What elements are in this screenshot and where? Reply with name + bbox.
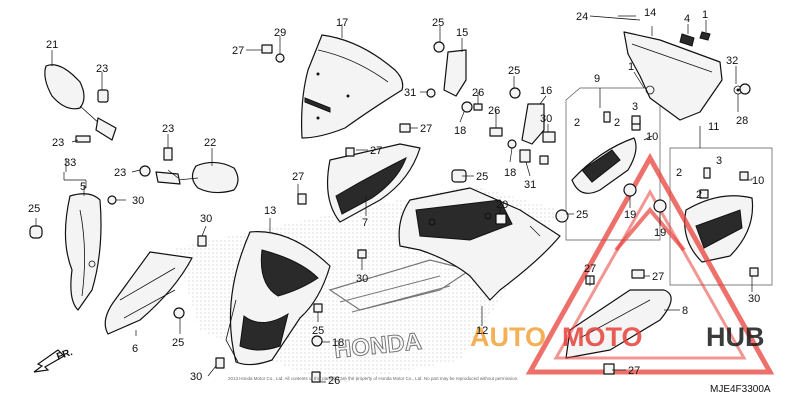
callout-1: 1	[702, 9, 708, 21]
callout-24: 24	[576, 11, 588, 23]
callout-14: 14	[644, 7, 656, 19]
part-16-stay	[521, 103, 545, 145]
callout-26: 26	[472, 87, 484, 99]
callout-18: 18	[504, 167, 516, 179]
part-5-side-panel	[64, 193, 102, 311]
callout-30: 30	[200, 213, 212, 225]
part-11-group-box	[669, 147, 773, 286]
callout-30: 30	[356, 273, 368, 285]
callout-25: 25	[432, 17, 444, 29]
callout-10: 10	[752, 175, 764, 187]
callout-25: 25	[476, 171, 488, 183]
callout-32: 32	[726, 55, 738, 67]
part-7-inner-panel	[326, 143, 421, 223]
callout-1: 1	[628, 61, 634, 73]
callout-5: 5	[80, 181, 86, 193]
callout-18: 18	[332, 337, 344, 349]
front-direction-arrow: FR.	[33, 347, 74, 373]
callout-26: 26	[328, 375, 340, 387]
callout-11: 11	[708, 121, 719, 133]
copyright-text: 2013 Honda Motor Co., Ltd. All contents …	[228, 376, 518, 381]
part-10-panel-left	[571, 137, 637, 194]
callout-20: 20	[496, 199, 508, 211]
part-15-stay	[443, 49, 467, 97]
part-14-bracket	[589, 15, 743, 121]
callout-13: 13	[264, 205, 276, 217]
callout-25: 25	[576, 209, 588, 221]
part-17-windscreen	[301, 34, 404, 139]
callout-27: 27	[420, 123, 432, 135]
callout-2: 2	[574, 117, 580, 129]
callout-27: 27	[370, 145, 382, 157]
callouts: 21 23 23 23 23 22 33 5 25 30 30 6 25 13 …	[28, 7, 764, 387]
callout-23: 23	[96, 63, 108, 75]
callout-7: 7	[362, 217, 368, 229]
callout-19: 19	[624, 209, 636, 221]
callout-25: 25	[28, 203, 40, 215]
callout-23: 23	[52, 137, 64, 149]
callout-9: 9	[594, 73, 600, 85]
part-13-front-fairing	[225, 231, 331, 366]
callout-25: 25	[312, 325, 324, 337]
part-33-group-bracket	[63, 172, 87, 188]
part-12-stay-frame	[398, 187, 561, 301]
front-label: FR.	[55, 347, 74, 363]
callout-27: 27	[628, 365, 640, 377]
part-10-panel-right	[684, 195, 754, 263]
callout-25: 25	[172, 337, 184, 349]
callout-18: 18	[454, 125, 466, 137]
callout-27: 27	[652, 271, 664, 283]
part-21-mirror	[44, 64, 117, 141]
callout-31: 31	[404, 87, 416, 99]
callout-29: 29	[274, 27, 286, 39]
callout-27: 27	[584, 263, 596, 275]
callout-17: 17	[336, 17, 348, 29]
callout-2: 2	[614, 117, 620, 129]
callout-28: 28	[736, 115, 748, 127]
callout-2: 2	[696, 189, 702, 201]
callout-30: 30	[190, 371, 202, 383]
watermark-text-moto: MOTO	[562, 322, 643, 352]
callout-23: 23	[162, 123, 174, 135]
callout-6: 6	[132, 343, 138, 355]
callout-3: 3	[632, 101, 638, 113]
watermark-text-auto: AUTO	[470, 322, 546, 352]
callout-19: 19	[654, 227, 666, 239]
callout-16: 16	[540, 85, 552, 97]
part-code: MJE4F3300A	[710, 384, 771, 395]
callout-4: 4	[684, 13, 690, 25]
part-8-under-cover	[565, 289, 672, 359]
callout-30: 30	[748, 293, 760, 305]
leader-lines	[35, 15, 753, 383]
watermark-text-hub: HUB	[706, 322, 765, 352]
callout-12: 12	[476, 325, 488, 337]
callout-3: 3	[716, 155, 722, 167]
callout-15: 15	[456, 27, 468, 39]
callout-31: 31	[524, 179, 536, 191]
part-22-mirror	[155, 161, 239, 194]
callout-33: 33	[64, 157, 76, 169]
callout-10: 10	[646, 131, 658, 143]
callout-26: 26	[488, 105, 500, 117]
callout-30: 30	[540, 113, 552, 125]
watermark: AUTO MOTO HUB	[470, 152, 775, 375]
callout-22: 22	[204, 137, 216, 149]
part-6-lower-cover	[104, 251, 193, 335]
callout-8: 8	[682, 305, 688, 317]
callout-27: 27	[232, 45, 244, 57]
callout-25: 25	[508, 65, 520, 77]
callout-30: 30	[132, 195, 144, 207]
callout-21: 21	[46, 39, 58, 51]
callout-23: 23	[114, 167, 126, 179]
callout-27: 27	[292, 171, 304, 183]
callout-2: 2	[676, 167, 682, 179]
